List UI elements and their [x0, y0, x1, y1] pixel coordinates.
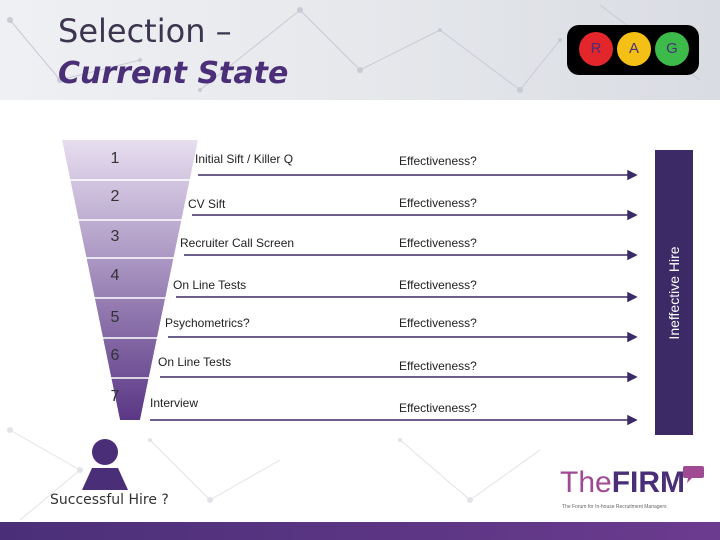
stage-number: 3: [110, 228, 120, 245]
stage-label: Psychometrics?: [165, 316, 250, 330]
effectiveness-label: Effectiveness?: [399, 196, 477, 210]
effectiveness-label: Effectiveness?: [399, 278, 477, 292]
effectiveness-label: Effectiveness?: [399, 154, 477, 168]
stage-label: CV Sift: [188, 197, 226, 211]
the-firm-logo: TheFIRM The Forum for In-house Recruitme…: [560, 466, 710, 516]
effectiveness-label: Effectiveness?: [399, 316, 477, 330]
ineffective-hire-bar: Ineffective Hire: [655, 150, 693, 435]
network-background-graphic: [7, 4, 701, 93]
stage-label: On Line Tests: [173, 278, 247, 292]
logo-firm: FIRM: [611, 466, 686, 499]
footer-bar: [0, 522, 720, 540]
page-title: Selection –: [58, 12, 232, 50]
amber-light: A: [617, 32, 651, 66]
red-light: R: [579, 32, 613, 66]
stage-number: 7: [110, 388, 120, 405]
stage-label: On Line Tests: [158, 355, 232, 369]
speech-bubble-icon: [683, 466, 704, 483]
effectiveness-label: Effectiveness?: [399, 401, 477, 415]
stage-number: 4: [110, 267, 120, 284]
green-light: G: [655, 32, 689, 66]
stage-number: 6: [110, 347, 120, 364]
logo-the: The: [560, 466, 612, 499]
stage-number: 1: [110, 150, 120, 167]
stage-label: Initial Sift / Killer Q: [195, 152, 294, 166]
stage-number: 5: [110, 309, 120, 326]
person-icon: [82, 439, 128, 490]
stage-label: Interview: [150, 396, 199, 410]
ineffective-hire-label: Ineffective Hire: [666, 245, 682, 340]
page-subtitle: Current State: [58, 56, 289, 91]
rag-status-indicator: R A G: [567, 25, 699, 75]
header-banner: Selection – Current State R A G: [0, 0, 720, 100]
effectiveness-label: Effectiveness?: [399, 236, 477, 250]
effectiveness-label: Effectiveness?: [399, 359, 477, 373]
successful-hire-label: Successful Hire ?: [50, 492, 169, 508]
logo-tagline: The Forum for In-house Recruitment Manag…: [562, 504, 667, 510]
stage-label: Recruiter Call Screen: [180, 236, 295, 250]
stage-number: 2: [110, 188, 120, 205]
